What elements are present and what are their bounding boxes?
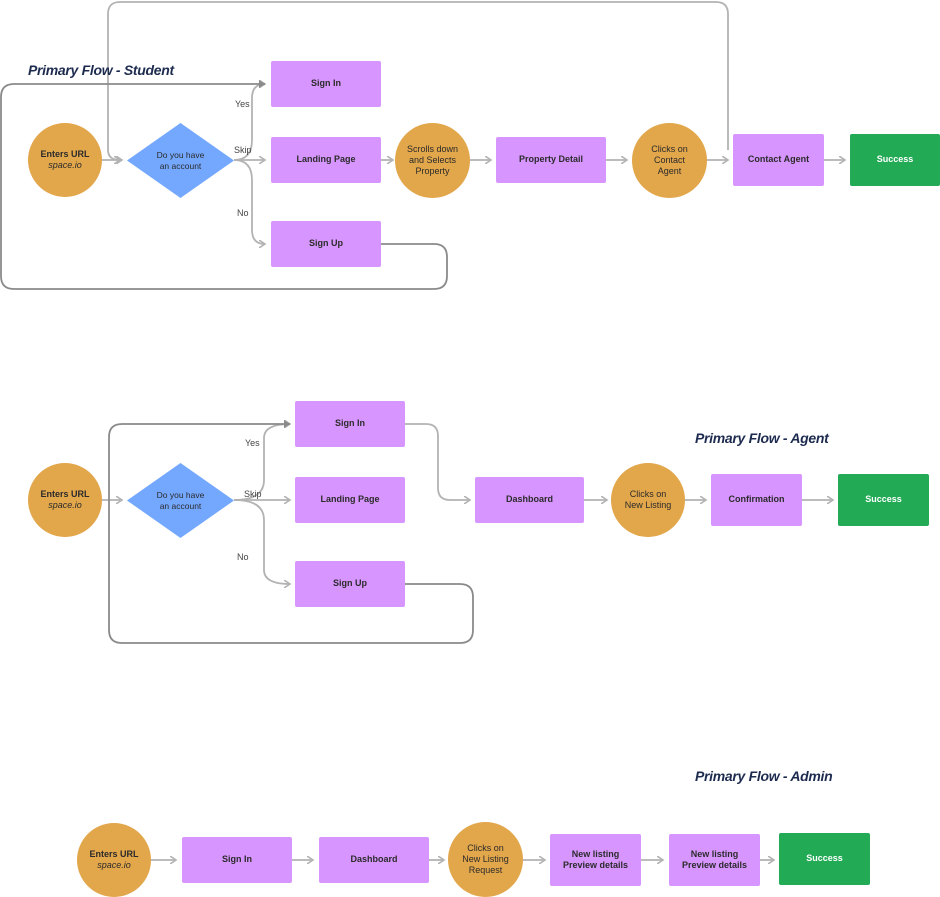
node-label: Property <box>415 166 450 177</box>
admin-sign-in-node: Sign In <box>182 837 292 883</box>
admin-success-node: Success <box>779 833 870 885</box>
edge-label-skip: Skip <box>244 489 262 499</box>
student-success-node: Success <box>850 134 940 186</box>
node-label: and Selects <box>408 154 457 165</box>
edge-label-skip: Skip <box>234 145 252 155</box>
edge-label-yes: Yes <box>245 438 260 448</box>
agent-success-node: Success <box>838 474 929 526</box>
node-label: Agent <box>657 166 682 177</box>
connector <box>405 423 470 500</box>
node-label: Clicks on <box>651 143 688 154</box>
connector <box>233 84 265 161</box>
student-connectors <box>102 1 845 244</box>
node-label: Request <box>468 865 503 876</box>
node-label: Clicks on <box>467 842 504 853</box>
title-student: Primary Flow - Student <box>28 62 174 78</box>
edge-label-yes: Yes <box>235 99 250 109</box>
node-label: Do you have <box>156 489 205 500</box>
agent-confirmation-node: Confirmation <box>711 474 802 526</box>
node-label: Scrolls down <box>406 143 459 154</box>
node-label: Clicks on <box>629 488 667 499</box>
student-contact-agent-node: Contact Agent <box>733 134 824 186</box>
node-label: Enters URL <box>40 148 90 159</box>
node-label: Preview details <box>681 860 748 870</box>
student-loop-connector <box>0 80 448 290</box>
node-label: Preview details <box>562 860 629 870</box>
node-label: Do you have <box>156 149 205 160</box>
agent-connectors <box>102 424 833 584</box>
node-label: Contact <box>653 154 685 165</box>
node-label: Enters URL <box>89 848 139 859</box>
edge-label-no: No <box>237 208 249 218</box>
node-label: New Listing <box>462 853 509 864</box>
edge-label-no: No <box>237 552 249 562</box>
agent-dashboard-node: Dashboard <box>475 477 584 523</box>
student-landing-page-node: Landing Page <box>271 137 381 183</box>
node-label: New listing <box>571 848 620 859</box>
node-label: space.io <box>97 860 131 870</box>
agent-landing-page-node: Landing Page <box>295 477 405 523</box>
connector <box>107 149 120 160</box>
connector <box>233 424 290 501</box>
node-label: space.io <box>48 160 82 170</box>
node-label: New Listing <box>624 500 672 510</box>
agent-sign-up-node: Sign Up <box>295 561 405 607</box>
node-label: Enters URL <box>40 488 90 499</box>
node-label: New listing <box>690 848 739 859</box>
connector <box>107 1 729 150</box>
node-label: an account <box>159 160 202 171</box>
node-label: an account <box>159 500 202 511</box>
student-property-detail-node: Property Detail <box>496 137 606 183</box>
student-sign-in-node: Sign In <box>271 61 381 107</box>
connector <box>233 499 290 584</box>
title-admin: Primary Flow - Admin <box>695 768 833 784</box>
student-sign-up-node: Sign Up <box>271 221 381 267</box>
title-agent: Primary Flow - Agent <box>695 430 829 446</box>
agent-loop-connector <box>108 420 474 644</box>
node-label: space.io <box>48 500 82 510</box>
agent-sign-in-node: Sign In <box>295 401 405 447</box>
admin-dashboard-node: Dashboard <box>319 837 429 883</box>
connector <box>233 159 265 244</box>
